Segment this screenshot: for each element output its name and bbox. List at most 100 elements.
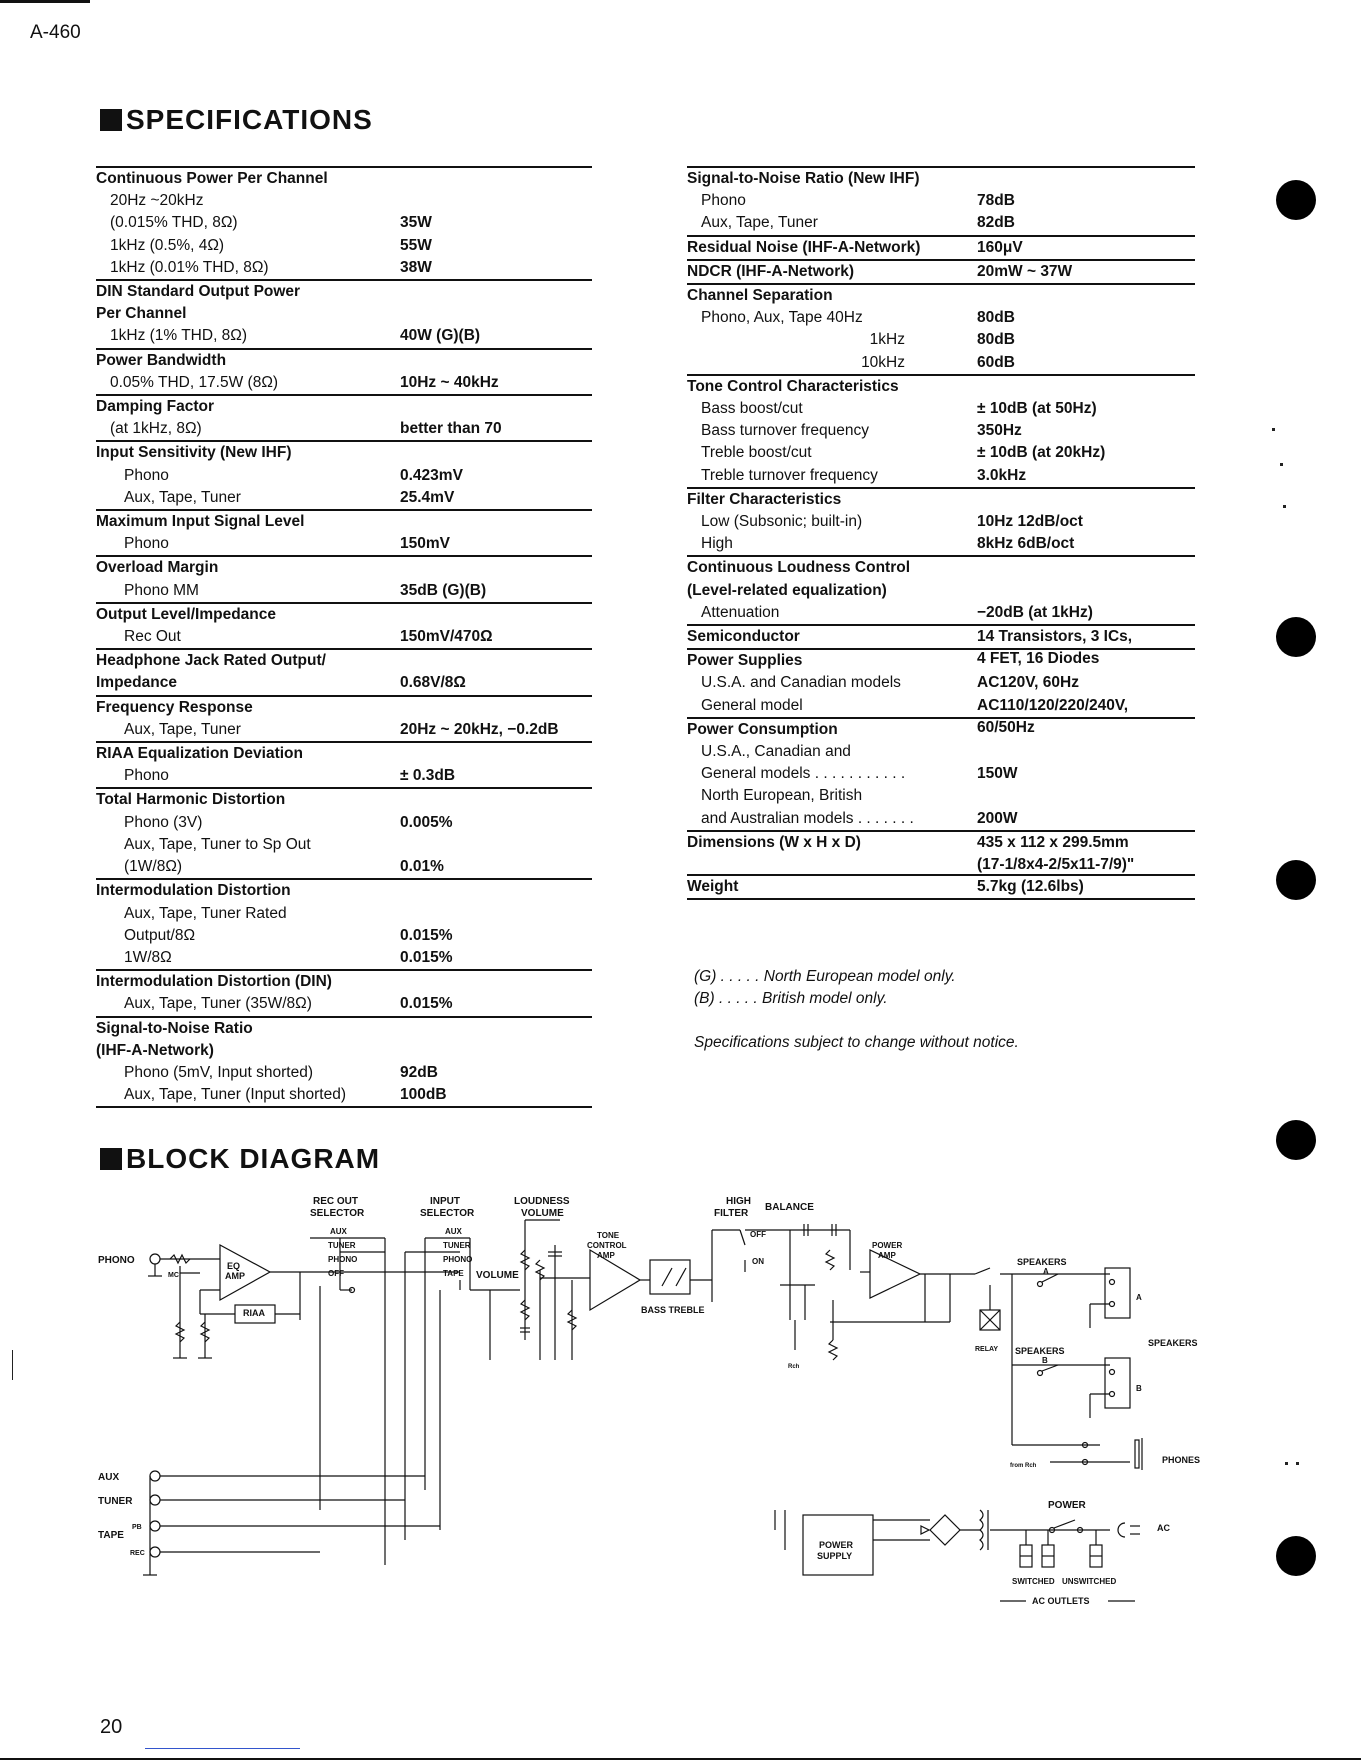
block-diagram-heading-text: BLOCK DIAGRAM xyxy=(126,1143,381,1174)
spec-value: 0.005% xyxy=(400,813,453,831)
spec-label: Rec Out xyxy=(124,628,181,646)
spec-label: General model xyxy=(701,696,803,714)
spec-value: AC120V, 60Hz xyxy=(977,674,1079,692)
spec-label: High xyxy=(701,535,733,553)
spec-label: and Australian models . . . . . . . xyxy=(701,809,914,827)
spec-value: 8kHz 6dB/oct xyxy=(977,535,1075,553)
spec-row: (IHF-A-Network) xyxy=(96,1040,592,1062)
spec-label: Continuous Power Per Channel xyxy=(96,170,328,187)
spec-label: Continuous Loudness Control xyxy=(687,559,911,577)
spec-row: (at 1kHz, 8Ω)better than 70 xyxy=(96,418,592,440)
label-rec: REC xyxy=(130,1550,145,1557)
spec-group: Signal-to-Noise Ratio (IHF-A-Network)Phon… xyxy=(96,1015,592,1109)
label-phono: PHONO xyxy=(98,1255,135,1266)
label-rec-tuner: TUNER xyxy=(328,1241,356,1250)
spec-value: 92dB xyxy=(400,1063,438,1081)
spec-label: Intermodulation Distortion (DIN) xyxy=(96,973,332,991)
spec-label: Attenuation xyxy=(701,603,780,621)
spec-row: NDCR (IHF-A-Network)20mW ~ 37W xyxy=(687,261,1195,283)
spec-row: 20Hz ~20kHz xyxy=(96,190,592,212)
spec-label: NDCR (IHF-A-Network) xyxy=(687,262,855,280)
spec-row: Phono (5mV, Input shorted) 92dB xyxy=(96,1062,592,1084)
label-hf-on: ON xyxy=(752,1257,764,1266)
spec-label: Weight xyxy=(687,878,739,896)
spec-row: Power Supplies xyxy=(687,650,1195,672)
spec-label: Phono (5mV, Input shorted) xyxy=(124,1063,313,1081)
label-rec-phono: PHONO xyxy=(328,1255,357,1264)
spec-row: 1kHz (1% THD, 8Ω)40W (G)(B) xyxy=(96,325,592,347)
label-pb: PB xyxy=(132,1524,142,1531)
label-rch: Rch xyxy=(788,1364,800,1370)
spec-row: and Australian models . . . . . . .200W xyxy=(687,808,1195,830)
spec-value: 40W (G)(B) xyxy=(400,327,481,345)
spec-value: 35W xyxy=(400,214,432,232)
label-b-small: B xyxy=(1042,1356,1048,1365)
label-speakers-b: SPEAKERS xyxy=(1015,1346,1065,1356)
spec-label: Signal-to-Noise Ratio xyxy=(96,1019,253,1037)
label-tone-control: CONTROL xyxy=(587,1241,627,1250)
spec-label: Bass boost/cut xyxy=(701,400,803,418)
spec-row: Aux, Tape, Tuner (Input shorted)100dB xyxy=(96,1084,592,1106)
label-riaa: RIAA xyxy=(243,1308,265,1318)
speaker-outputs xyxy=(1000,1267,1143,1470)
label-power-amp-2: AMP xyxy=(878,1251,896,1260)
spec-row: Bass boost/cut± 10dB (at 50Hz) xyxy=(687,398,1195,420)
power-supply-section xyxy=(774,1509,1140,1602)
spec-label: Power Supplies xyxy=(687,652,803,670)
spec-label: Signal-to-Noise Ratio (New IHF) xyxy=(687,170,920,187)
spec-label: Bass turnover frequency xyxy=(701,422,870,440)
binder-hole-4 xyxy=(1276,1120,1316,1160)
spec-value: 55W xyxy=(400,236,432,254)
spec-row: DIN Standard Output Power xyxy=(96,281,592,303)
label-tape-in: TAPE xyxy=(98,1530,124,1541)
label-in-aux: AUX xyxy=(445,1227,463,1236)
label-aux-in: AUX xyxy=(98,1472,119,1483)
spec-row: U.S.A., Canadian and xyxy=(687,741,1195,763)
label-phones: PHONES xyxy=(1162,1455,1200,1465)
spec-group: Residual Noise (IHF-A-Network)160μV xyxy=(687,234,1195,259)
binder-hole-1 xyxy=(1276,180,1316,220)
spec-value: 35dB (G)(B) xyxy=(400,581,487,599)
label-a-small: A xyxy=(1043,1267,1049,1276)
spec-row: North European, British xyxy=(687,785,1195,807)
spec-label: 10kHz xyxy=(861,353,905,371)
spec-label: Treble boost/cut xyxy=(701,444,812,462)
spec-value: 3.0kHz xyxy=(977,466,1027,484)
spec-row: General models . . . . . . . . . . .150W xyxy=(687,763,1195,785)
label-b: B xyxy=(1136,1384,1142,1393)
spec-value: 38W xyxy=(400,258,432,276)
label-mc: MC xyxy=(168,1272,179,1279)
label-in-tuner: TUNER xyxy=(443,1241,471,1250)
spec-row: Continuous Loudness Control xyxy=(687,557,1195,579)
spec-label: Power Bandwidth xyxy=(96,351,227,369)
spec-value: 150mV xyxy=(400,535,450,553)
underline-link xyxy=(145,1748,300,1749)
label-from-rch: from Rch xyxy=(1010,1463,1037,1469)
spec-row: Continuous Power Per Channel xyxy=(96,168,592,190)
spec-label: 1kHz (0.5%, 4Ω) xyxy=(110,236,225,254)
spec-row: Phono (3V)0.005% xyxy=(96,812,592,834)
spec-value: 0.015% xyxy=(400,926,453,944)
label-in-tape: TAPE xyxy=(443,1269,464,1278)
spec-label: Input Sensitivity (New IHF) xyxy=(96,444,292,462)
